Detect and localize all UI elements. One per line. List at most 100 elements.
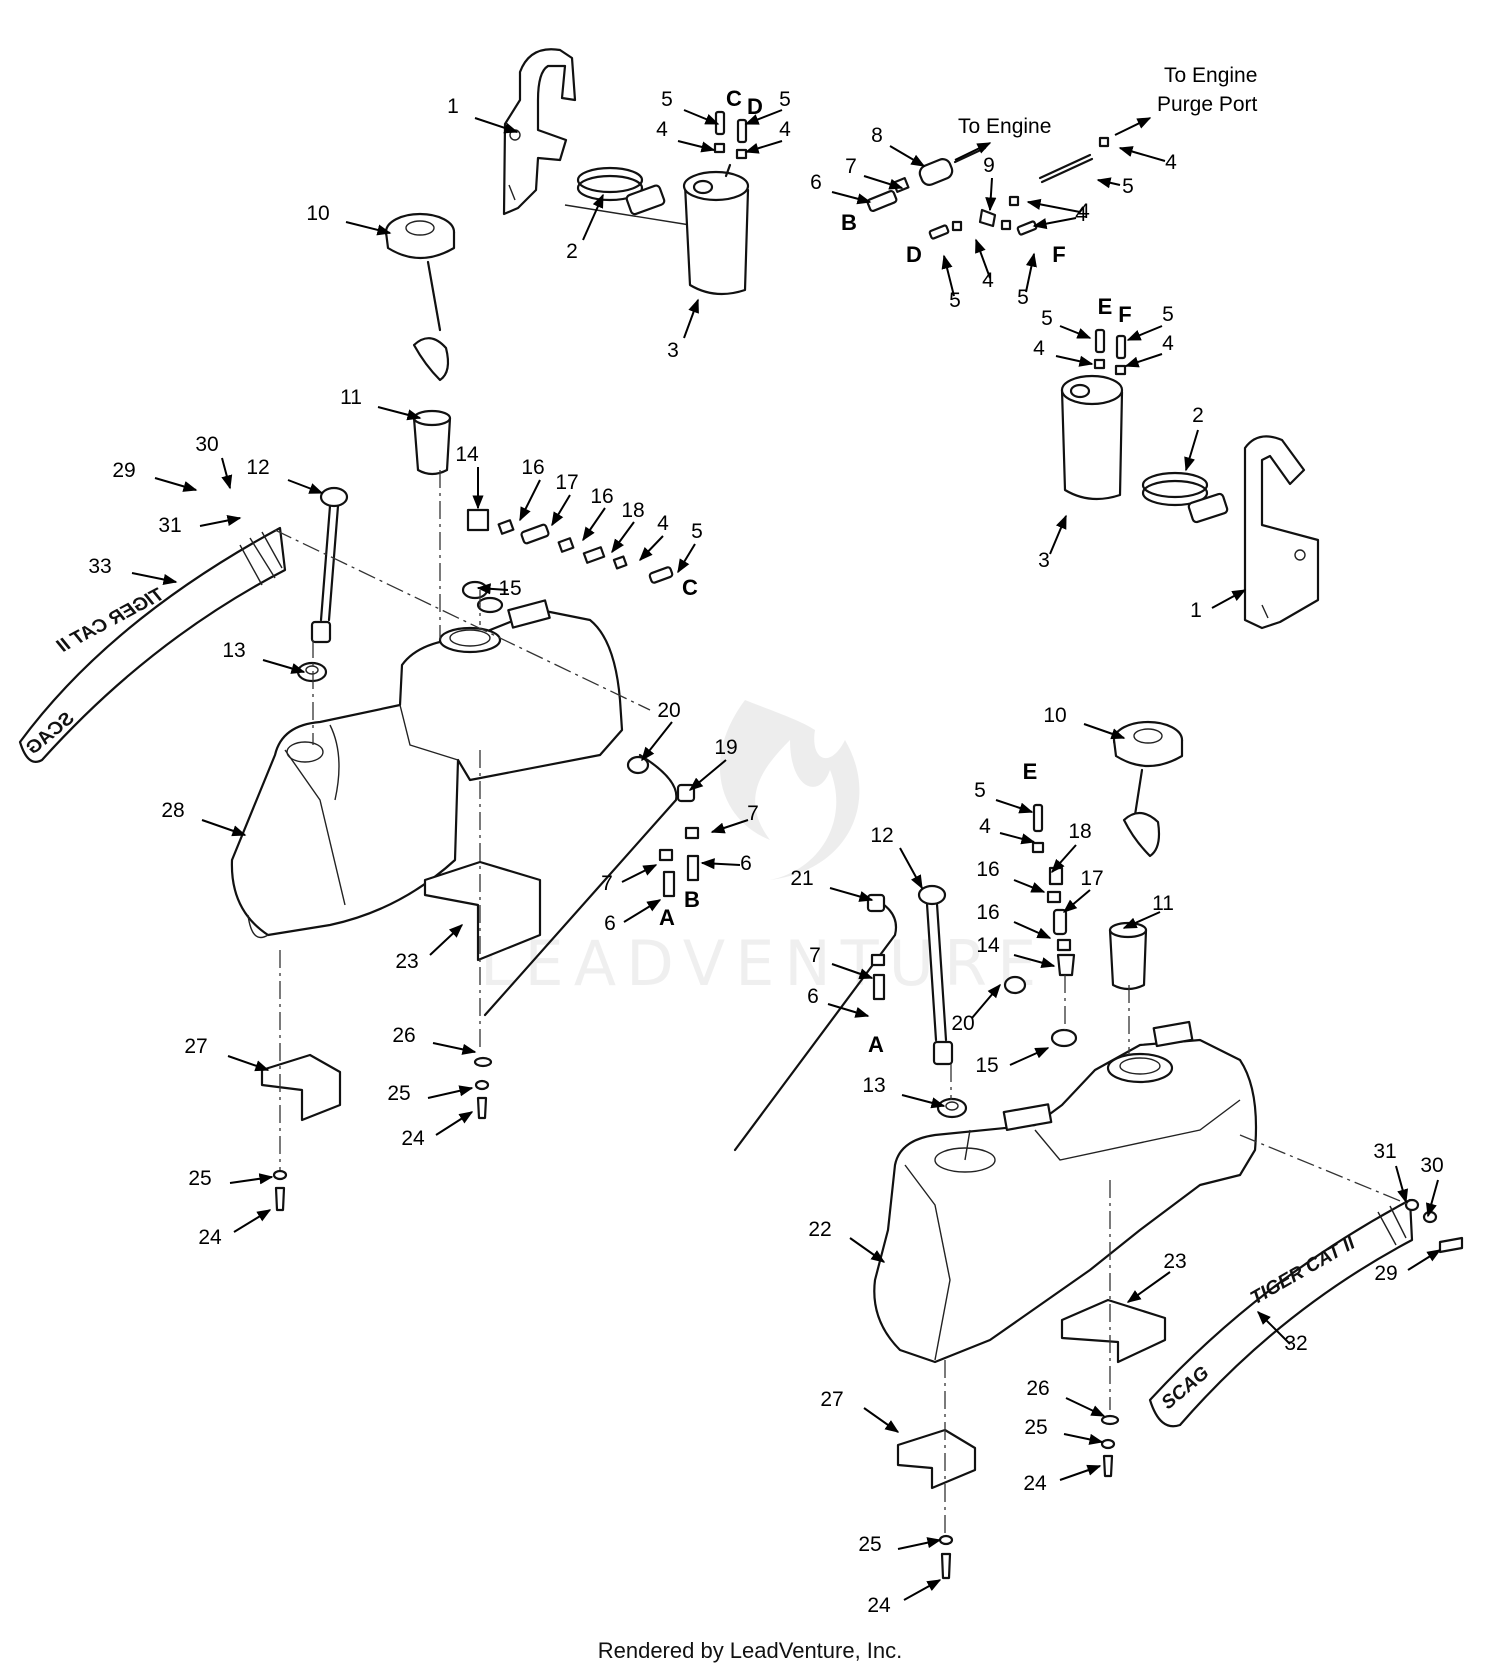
callout-number: 4 [979,815,991,838]
callout-29: 29 [112,459,198,492]
callout-number: 31 [158,514,181,537]
callout-number: 12 [246,456,269,479]
callout-11: 11 [340,386,422,421]
centerline-1 [564,204,691,226]
hose-clamp-2-right [1141,471,1229,524]
callout-number: 10 [1043,704,1066,727]
callout-number: 16 [976,901,999,924]
note-to-engine: To Engine [958,115,1051,138]
bracket-1-right [1243,435,1320,630]
callout-leader [1126,325,1163,341]
callout-4: 4 [656,118,716,153]
callout-number: 19 [714,736,737,759]
callout-leader [1059,1464,1102,1481]
callout-30: 30 [1420,1154,1444,1218]
callout-6: 6 [700,852,752,875]
connection-letter-A: A [659,905,675,930]
callout-31: 31 [1373,1140,1409,1204]
callout-6: 6 [604,899,662,935]
callout-number: 20 [657,699,680,722]
filter-11-right [1108,921,1148,991]
callout-number: 31 [1373,1140,1396,1163]
bracket-27-left [260,1053,342,1122]
callout-leader [611,521,635,554]
callout-leader [827,1003,870,1018]
fuel-cap-10-right [1112,720,1184,858]
callout-leader [287,479,324,494]
callout-20: 20 [641,699,681,762]
callout-number: 4 [656,118,668,141]
watermark-text: LEADVENTURE [480,927,1046,1000]
connection-letter-C: C [726,86,742,111]
callout-number: 4 [779,118,791,141]
callout-leader [1395,1165,1409,1204]
callout-leader [229,1173,274,1185]
callout-number: 15 [498,577,521,600]
callout-16: 16 [519,456,545,522]
callout-13: 13 [222,639,306,674]
callout-number: 4 [1078,200,1090,223]
callout-number: 10 [306,202,329,225]
callout-leader [1051,844,1077,874]
callout-leader [221,457,233,490]
callout-leader [1013,921,1052,939]
callout-19: 19 [688,736,738,791]
callout-leader [1065,1397,1106,1417]
callout-leader [1062,889,1091,913]
callout-7: 7 [601,864,658,895]
callout-number: 13 [222,639,245,662]
callout-leader [131,572,178,585]
callout-leader [995,799,1034,814]
callout-5: 5 [1096,175,1134,198]
callout-number: 26 [1026,1377,1049,1400]
callout-5: 5 [1126,303,1174,341]
callout-leader [903,1579,942,1601]
callout-number: 16 [590,485,613,508]
callout-26: 26 [392,1024,477,1055]
fuel-tank-28 [230,596,624,939]
callout-leader [831,963,874,980]
canister-3-right [1060,328,1127,501]
callout-4: 4 [979,815,1036,845]
callout-leader [1096,177,1121,189]
hose-clamp-2-top [576,166,666,216]
callout-23: 23 [1126,1250,1187,1303]
callout-leader [1032,217,1077,230]
callout-number: 30 [1420,1154,1443,1177]
callout-number: 18 [621,499,644,522]
callout-27: 27 [184,1035,270,1072]
callout-leader [1026,198,1081,213]
callout-number: 27 [820,1388,843,1411]
callout-number: 17 [1080,867,1103,890]
fuel-gauge-12-right [917,884,954,1066]
callout-2: 2 [1184,404,1204,472]
callout-leader [831,191,872,205]
callout-number: 5 [1162,303,1174,326]
callout-number: 5 [779,88,791,111]
callout-number: 30 [195,433,218,456]
callout-number: 25 [858,1533,881,1556]
callout-leader [476,583,509,595]
callout-leader [201,819,247,837]
callout-3: 3 [667,298,699,362]
callout-number: 7 [601,872,613,895]
callout-leader [1025,252,1037,293]
callout-leader [677,140,716,153]
callout-25: 25 [1024,1416,1104,1445]
callout-7: 7 [710,802,759,834]
callout-9: 9 [983,154,997,212]
callout-1: 1 [1190,589,1247,622]
callout-33: 33 [88,555,178,585]
callout-22: 22 [808,1218,886,1263]
fuel-line-assembly-top-right [866,136,1110,240]
callout-number: 27 [184,1035,207,1058]
arrow-to-engine-purge [1114,117,1152,136]
callout-number: 4 [1075,203,1087,226]
footer-credit: Rendered by LeadVenture, Inc. [597,1638,903,1663]
callout-31: 31 [158,514,242,537]
connection-letter-D: D [906,242,922,267]
callout-number: 4 [657,512,669,535]
callout-leader [1425,1179,1439,1218]
callout-5: 5 [941,254,961,312]
